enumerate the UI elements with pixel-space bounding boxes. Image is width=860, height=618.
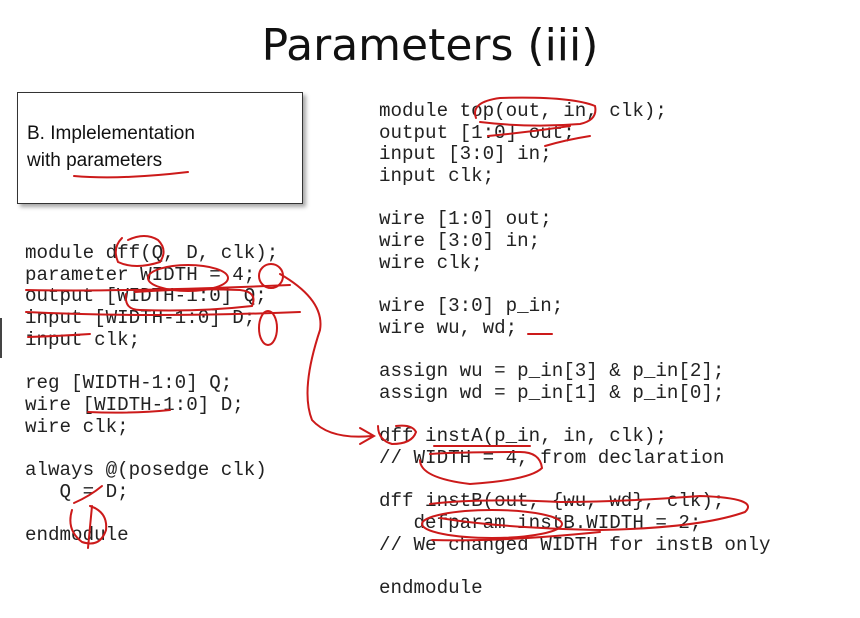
- code-line: // WIDTH = 4, from declaration: [379, 447, 725, 469]
- section-label-line-2: with parameters: [27, 150, 163, 171]
- code-line: // We changed WIDTH for instB only: [379, 533, 771, 556]
- code-line: input clk;: [25, 328, 141, 351]
- code-line: wire clk;: [25, 415, 129, 438]
- code-line: defparam instB.WIDTH = 2;: [379, 512, 702, 535]
- code-line: wire [3:0] in;: [379, 230, 541, 253]
- top-module-code: module top(out, in, clk);output [1:0] ou…: [379, 100, 771, 600]
- dff-module-code: module dff(Q, D, clk);parameter WIDTH = …: [25, 242, 279, 547]
- code-line: module top(out, in, clk);: [379, 100, 667, 122]
- code-line: assign wu = p_in[3] & p_in[2];: [379, 360, 725, 383]
- code-line: wire [WIDTH-1:0] D;: [25, 393, 244, 416]
- section-label-line-1: B. Implelementation: [27, 123, 195, 144]
- code-line: [25, 351, 278, 373]
- code-line: [25, 503, 278, 525]
- code-line: parameter WIDTH = 4;: [25, 263, 256, 286]
- code-line: [25, 438, 278, 460]
- slide-edge-mark: [0, 318, 2, 358]
- code-line: endmodule: [25, 523, 129, 546]
- section-box: B. Implelementation with parameters: [17, 92, 303, 204]
- code-line: wire wu, wd;: [379, 316, 518, 339]
- code-line: endmodule: [379, 577, 483, 600]
- code-line: dff instA(p_in, in, clk);: [379, 425, 667, 448]
- code-line: input [WIDTH-1:0] D;: [25, 307, 256, 330]
- code-line: assign wd = p_in[1] & p_in[0];: [379, 381, 725, 404]
- code-line: input clk;: [379, 165, 495, 188]
- code-line: reg [WIDTH-1:0] Q;: [25, 372, 233, 395]
- code-line: module dff(Q, D, clk);: [25, 242, 279, 264]
- code-line: output [1:0] out;: [379, 121, 575, 144]
- code-line: wire [1:0] out;: [379, 208, 552, 231]
- code-line: [379, 405, 771, 427]
- code-line: [379, 188, 771, 210]
- code-line: dff instB(out, {wu, wd}, clk);: [379, 490, 725, 513]
- code-line: output [WIDTH-1:0] Q;: [25, 285, 267, 308]
- connector-arrowhead: [359, 427, 377, 445]
- code-line: Q = D;: [25, 480, 129, 503]
- code-line: always @(posedge clk): [25, 458, 267, 481]
- code-line: [379, 340, 771, 362]
- code-line: [379, 275, 771, 297]
- code-line: wire [3:0] p_in;: [379, 295, 564, 318]
- code-line: [379, 556, 771, 578]
- code-line: input [3:0] in;: [379, 143, 552, 166]
- connector-arrow: [279, 273, 373, 438]
- code-line: wire clk;: [379, 251, 483, 274]
- code-line: [379, 470, 771, 492]
- slide-title: Parameters (iii): [261, 20, 599, 71]
